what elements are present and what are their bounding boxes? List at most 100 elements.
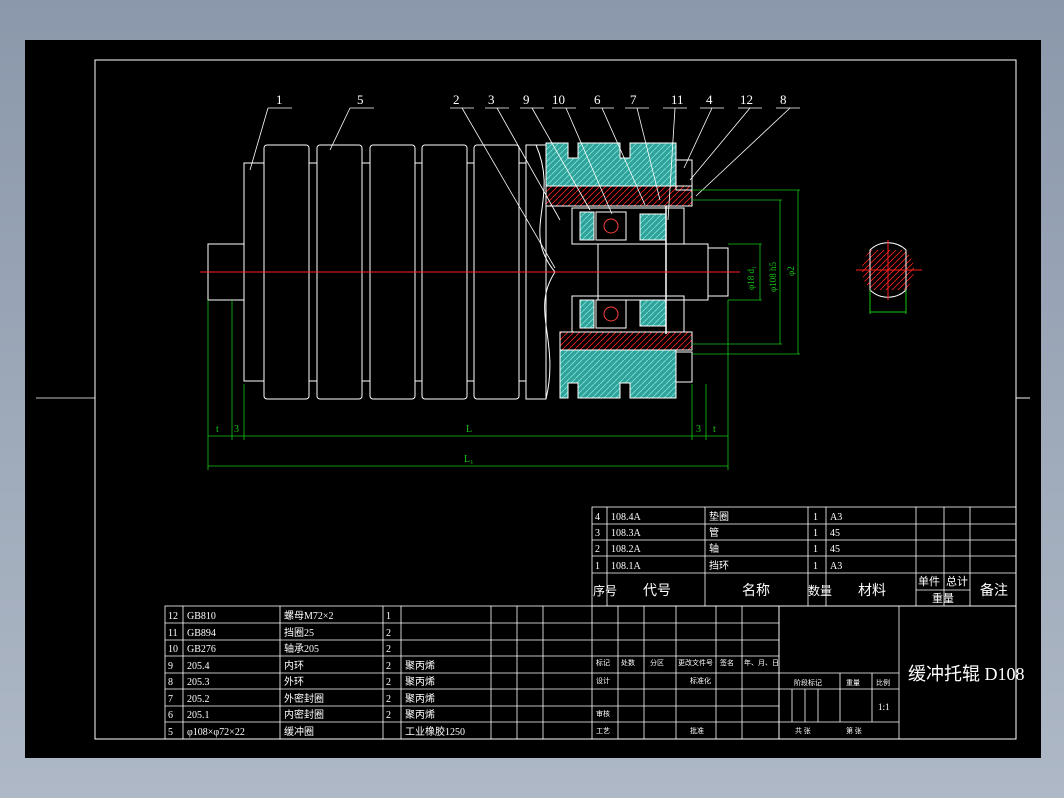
upper-row-name: 垫圈 <box>709 510 729 523</box>
lower-row-code: 205.4 <box>187 661 210 672</box>
lower-row-no: 9 <box>168 661 173 672</box>
balloon-1: 1 <box>276 92 283 107</box>
lower-row-qty: 2 <box>386 694 391 705</box>
dim-3-right: 3 <box>696 424 701 435</box>
balloon-2: 2 <box>453 92 460 107</box>
balloon-10: 10 <box>552 92 565 107</box>
balloon-6: 6 <box>594 92 601 107</box>
balloon-11: 11 <box>671 92 684 107</box>
upper-row-material: 45 <box>830 544 840 555</box>
lower-row-code: GB276 <box>187 644 216 655</box>
balloon-3: 3 <box>488 92 495 107</box>
lower-row-code: 205.3 <box>187 677 210 688</box>
upper-row-no: 4 <box>595 512 600 523</box>
header-remark: 备注 <box>980 582 1008 599</box>
label-standard: 标准化 <box>690 676 711 685</box>
lower-row-material: 聚丙烯 <box>405 692 435 705</box>
lower-row-name: 外环 <box>284 676 304 688</box>
lower-row-name: 轴承205 <box>284 642 319 655</box>
upper-row-no: 2 <box>595 544 600 555</box>
balloon-4: 4 <box>706 92 713 107</box>
dim-bore: φ108 h5 <box>768 262 778 292</box>
upper-row-material: A3 <box>830 512 842 523</box>
lower-row-name: 内密封圈 <box>284 708 324 721</box>
shaft-section-view <box>856 240 922 314</box>
label-sheets: 共 张 <box>795 726 811 735</box>
upper-row-qty: 1 <box>813 528 818 539</box>
header-no: 序号 <box>593 583 617 598</box>
lower-row-name: 挡圈25 <box>284 626 314 639</box>
lower-row-qty: 2 <box>386 710 391 721</box>
label-sign: 签名 <box>720 658 734 667</box>
label-zone: 分区 <box>650 658 664 667</box>
header-material: 材料 <box>858 583 886 599</box>
drawing-title: 缓冲托辊 D108 <box>908 664 1025 684</box>
lower-row-qty: 2 <box>386 628 391 639</box>
lower-row-material: 聚丙烯 <box>405 675 435 688</box>
lower-parts-list: 12 GB810 螺母M72×2 1 11 GB894 挡圈25 2 10 GB… <box>168 610 465 738</box>
upper-row-name: 挡环 <box>709 559 729 572</box>
lower-row-no: 11 <box>168 628 178 639</box>
lower-row-no: 10 <box>168 644 178 655</box>
upper-row-code: 108.1A <box>611 561 642 572</box>
label-check: 审核 <box>596 709 610 718</box>
dim-L: L <box>466 424 472 435</box>
label-stage: 阶段标记 <box>794 678 822 687</box>
lower-row-name: 螺母M72×2 <box>284 610 334 622</box>
balloon-5: 5 <box>357 92 364 107</box>
roller-main-view: 1 5 2 3 9 10 6 7 11 4 12 8 <box>200 92 800 470</box>
upper-row-code: 108.4A <box>611 512 642 523</box>
lower-row-no: 12 <box>168 611 178 622</box>
upper-row-code: 108.2A <box>611 544 642 555</box>
header-name: 名称 <box>742 583 770 599</box>
lower-row-name: 外密封圈 <box>284 692 324 705</box>
upper-row-qty: 1 <box>813 561 818 572</box>
scale-value: 1:1 <box>878 702 890 712</box>
lower-row-qty: 2 <box>386 677 391 688</box>
balloon-8: 8 <box>780 92 787 107</box>
header-code: 代号 <box>643 583 671 599</box>
label-docno: 更改文件号 <box>678 658 713 667</box>
lower-row-qty: 1 <box>386 611 391 622</box>
lower-row-code: GB810 <box>187 611 216 622</box>
upper-row-name: 轴 <box>709 542 719 555</box>
lower-row-no: 5 <box>168 727 173 738</box>
lower-row-qty: 2 <box>386 661 391 672</box>
lower-row-code: GB894 <box>187 628 216 639</box>
label-process: 工艺 <box>596 727 610 735</box>
lower-row-code: 205.2 <box>187 694 210 705</box>
header-weight: 重量 <box>932 591 954 605</box>
upper-row-material: A3 <box>830 561 842 572</box>
lower-row-no: 7 <box>168 694 173 705</box>
balloon-9: 9 <box>523 92 530 107</box>
balloon-7: 7 <box>630 92 637 107</box>
lower-row-name: 内环 <box>284 659 304 672</box>
dim-t-left: t <box>216 424 219 435</box>
lower-row-code: φ108×φ72×22 <box>187 727 245 738</box>
label-count: 处数 <box>621 658 635 667</box>
upper-row-qty: 1 <box>813 544 818 555</box>
lower-row-name: 缓冲圈 <box>284 725 314 738</box>
upper-parts-list: 4 108.4A 垫圈 1 A3 3 108.3A 管 1 45 2 108.2… <box>593 510 1008 605</box>
lower-row-material: 聚丙烯 <box>405 708 435 721</box>
header-total: 总计 <box>946 574 968 588</box>
upper-row-no: 3 <box>595 528 600 539</box>
dim-shaft: φ18 d₁ <box>746 266 756 290</box>
dim-L1: L₁ <box>464 454 474 465</box>
upper-row-name: 管 <box>709 526 719 539</box>
lower-row-no: 6 <box>168 710 173 721</box>
balloon-12: 12 <box>740 92 753 107</box>
label-sheet: 第 张 <box>846 726 862 735</box>
upper-row-no: 1 <box>595 561 600 572</box>
lower-row-material: 工业橡胶1250 <box>405 725 465 738</box>
lower-row-no: 8 <box>168 677 173 688</box>
title-block <box>164 506 1017 740</box>
signature-area: 标记 处数 分区 更改文件号 签名 年、月、日 设计 标准化 审核 工艺 批准 … <box>596 658 890 735</box>
upper-row-material: 45 <box>830 528 840 539</box>
lower-row-code: 205.1 <box>187 710 210 721</box>
dim-3-left: 3 <box>234 424 239 435</box>
lower-row-qty: 2 <box>386 644 391 655</box>
dim-outer: φ2 <box>786 266 796 276</box>
label-approve: 批准 <box>690 726 704 735</box>
